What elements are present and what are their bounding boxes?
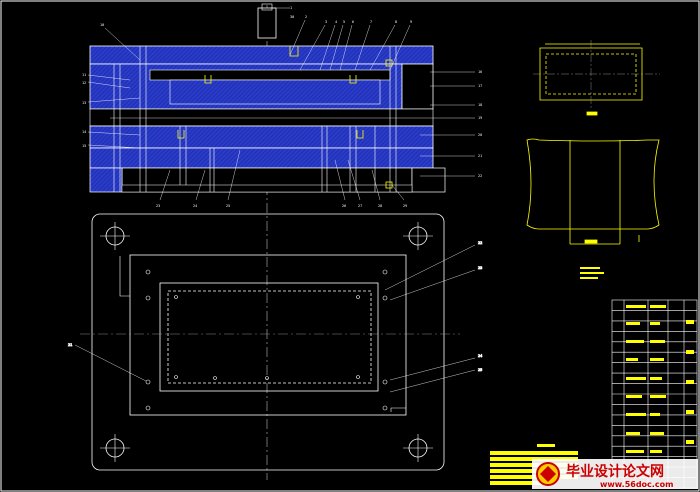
plan-view: 21 22 23 24 25 (68, 213, 483, 471)
part-number-label: 20 (478, 133, 482, 137)
part-number-label: 4 (335, 20, 337, 24)
part-number-label: 22 (478, 241, 482, 245)
part-number-label: 29 (403, 204, 407, 208)
plan-outer-plate (91, 213, 445, 471)
support-plate (89, 147, 434, 169)
part-number-label: 13 (82, 101, 86, 105)
lower-plate (89, 125, 434, 149)
part-number-label: 25 (478, 368, 482, 372)
title-block (611, 299, 698, 489)
plan-part-labels: 21 22 23 24 25 (68, 241, 483, 373)
part-number-label: 26 (342, 204, 346, 208)
part-number-label: 24 (478, 354, 482, 358)
part-number-label: 19 (478, 116, 482, 120)
plan-mid-plate (129, 254, 407, 416)
part-number-label: 16 (478, 70, 482, 74)
watermark-url: www.56doc.com (600, 480, 673, 489)
technical-notes (580, 267, 604, 279)
part-number-label: 3 (325, 20, 327, 24)
part-number-label: 6 (352, 20, 354, 24)
part-number-label: 23 (478, 266, 482, 270)
part-number-label: 10 (100, 23, 104, 27)
part-number-label: 22 (478, 174, 482, 178)
part-number-label: 12 (82, 81, 86, 85)
watermark-title: 毕业设计论文网 (566, 463, 664, 480)
part-section-view (526, 138, 660, 245)
sprue-bushing (257, 7, 277, 39)
part-number-label: 1 (290, 6, 292, 10)
part-detail-view (533, 40, 660, 116)
part-number-label: 28 (378, 204, 382, 208)
part-number-label: 21 (68, 343, 72, 347)
bottom-clamp-plate (121, 184, 413, 193)
part-number-label: 27 (358, 204, 362, 208)
watermark: 毕业设计论文网 www.56doc.com (532, 459, 698, 489)
part-number-label: 5 (343, 20, 345, 24)
part-number-label: 23 (156, 204, 160, 208)
part-number-label: 11 (82, 73, 86, 77)
top-clamp-plate (89, 45, 434, 65)
part-number-label: 8 (395, 20, 397, 24)
part-number-label: 14 (82, 130, 86, 134)
part-number-label: 9 (410, 20, 412, 24)
part-number-label: 30 (290, 15, 294, 19)
part-number-label: 21 (478, 154, 482, 158)
part-number-label: 18 (478, 103, 482, 107)
part-number-label: 24 (193, 204, 197, 208)
part-number-label: 15 (82, 144, 86, 148)
part-number-label: 2 (305, 15, 307, 19)
plan-cavity-outline (159, 282, 379, 392)
part-number-label: 17 (478, 84, 482, 88)
part-number-label: 25 (226, 204, 230, 208)
part-number-label: 7 (370, 20, 372, 24)
